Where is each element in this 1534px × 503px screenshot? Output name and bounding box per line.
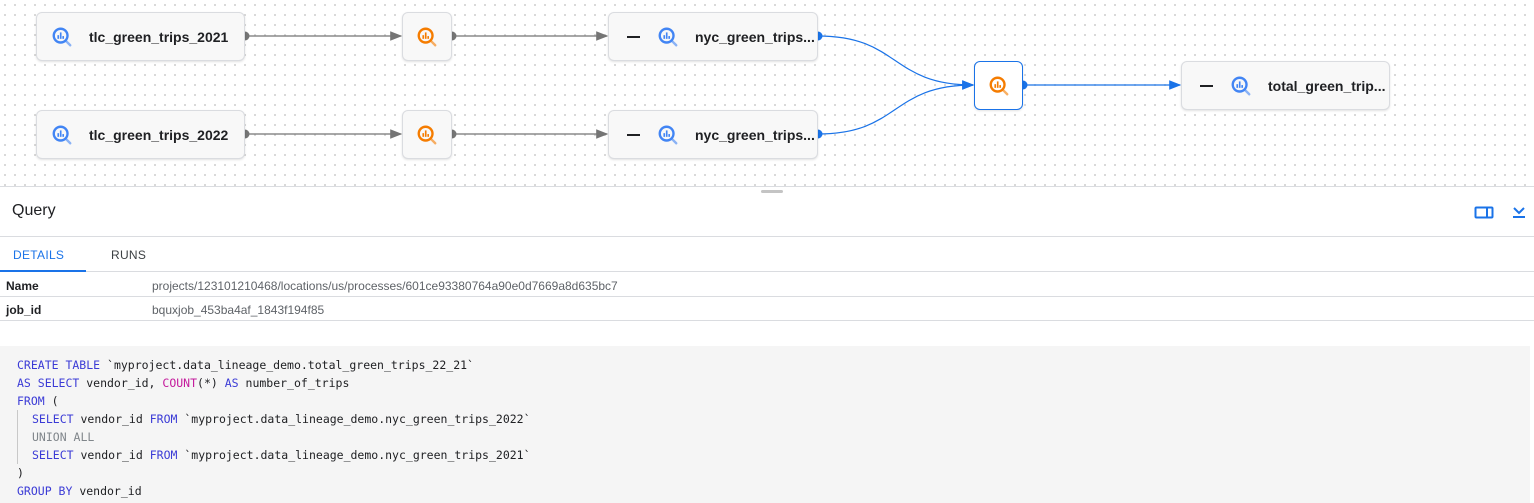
node-label: tlc_green_trips_2021 [89, 28, 229, 45]
keyword: AS SELECT [17, 376, 80, 390]
process-node[interactable] [402, 110, 452, 159]
keyword: FROM [17, 394, 45, 408]
keyword: CREATE TABLE [17, 358, 101, 372]
detail-row: Name projects/123101210468/locations/us/… [0, 273, 1534, 297]
code-text: vendor_id, [79, 376, 163, 390]
detail-row: job_id bquxjob_453ba4af_1843f194f85 [0, 297, 1534, 321]
code-line: SELECT vendor_id FROM `myproject.data_li… [32, 410, 1530, 428]
node-label: nyc_green_trips... [695, 28, 815, 45]
code-line: AS SELECT vendor_id, COUNT(*) AS number_… [17, 374, 1530, 392]
target-table-node[interactable]: total_green_trip... [1181, 61, 1390, 110]
resize-handle[interactable] [761, 190, 783, 193]
code-line: CREATE TABLE `myproject.data_lineage_dem… [17, 356, 1530, 374]
node-label: tlc_green_trips_2022 [89, 126, 229, 143]
edge-selected [817, 80, 975, 135]
code-text: number_of_trips [238, 376, 350, 390]
code-line: ) [17, 466, 24, 480]
code-line: FROM ( [17, 392, 1530, 410]
collapse-icon[interactable] [627, 35, 640, 38]
bigquery-table-icon [51, 124, 73, 146]
source-table-node[interactable]: tlc_green_trips_2022 [36, 110, 245, 159]
detail-key: job_id [6, 303, 42, 317]
bigquery-table-icon [51, 26, 73, 48]
bigquery-table-icon [1230, 75, 1252, 97]
divider [0, 236, 1534, 237]
code-line: SELECT vendor_id FROM `myproject.data_li… [32, 446, 1530, 464]
code-line: UNION ALL [32, 430, 95, 444]
lineage-graph[interactable]: tlc_green_trips_2021 tlc_green_trips_202… [0, 0, 1534, 187]
detail-value: projects/123101210468/locations/us/proce… [152, 279, 618, 293]
code-text: `myproject.data_lineage_demo.nyc_green_t… [177, 448, 531, 462]
side-panel-icon[interactable] [1474, 204, 1494, 220]
code-text: (*) [197, 376, 225, 390]
code-text: `myproject.data_lineage_demo.total_green… [100, 358, 474, 372]
bigquery-process-icon [416, 124, 438, 146]
node-label: nyc_green_trips... [695, 126, 815, 143]
code-line: GROUP BY vendor_id [17, 482, 1530, 500]
function: COUNT [162, 376, 198, 390]
keyword: AS [224, 376, 239, 390]
active-tab-indicator [0, 270, 86, 272]
node-label: total_green_trip... [1268, 77, 1386, 94]
collapse-icon[interactable] [1200, 84, 1213, 87]
collapse-icon[interactable] [627, 133, 640, 136]
panel-title: Query [12, 202, 56, 219]
keyword: FROM [149, 412, 178, 426]
code-text: ( [44, 394, 59, 408]
source-table-node[interactable]: tlc_green_trips_2021 [36, 12, 245, 61]
code-text: vendor_id [73, 448, 150, 462]
bigquery-table-icon [657, 26, 679, 48]
keyword: FROM [149, 448, 178, 462]
process-node[interactable] [402, 12, 452, 61]
code-text: `myproject.data_lineage_demo.nyc_green_t… [177, 412, 531, 426]
code-text: vendor_id [73, 412, 150, 426]
keyword: SELECT [32, 412, 74, 426]
detail-value: bquxjob_453ba4af_1843f194f85 [152, 303, 325, 317]
tab-details[interactable]: DETAILS [13, 248, 65, 262]
keyword: SELECT [32, 448, 74, 462]
bigquery-process-icon [416, 26, 438, 48]
bigquery-table-icon [657, 124, 679, 146]
sql-code-block: CREATE TABLE `myproject.data_lineage_dem… [0, 346, 1530, 503]
divider [0, 271, 1534, 272]
edge-selected [817, 35, 975, 90]
collapse-panel-icon[interactable] [1511, 204, 1527, 220]
keyword: GROUP BY [17, 484, 73, 498]
selected-process-node[interactable] [974, 61, 1023, 110]
tab-runs[interactable]: RUNS [111, 248, 147, 262]
bigquery-process-icon [988, 75, 1010, 97]
intermediate-table-node[interactable]: nyc_green_trips... [608, 110, 818, 159]
code-indent-block: SELECT vendor_id FROM `myproject.data_li… [17, 410, 1530, 464]
code-text: vendor_id [72, 484, 142, 498]
detail-key: Name [6, 279, 39, 293]
intermediate-table-node[interactable]: nyc_green_trips... [608, 12, 818, 61]
